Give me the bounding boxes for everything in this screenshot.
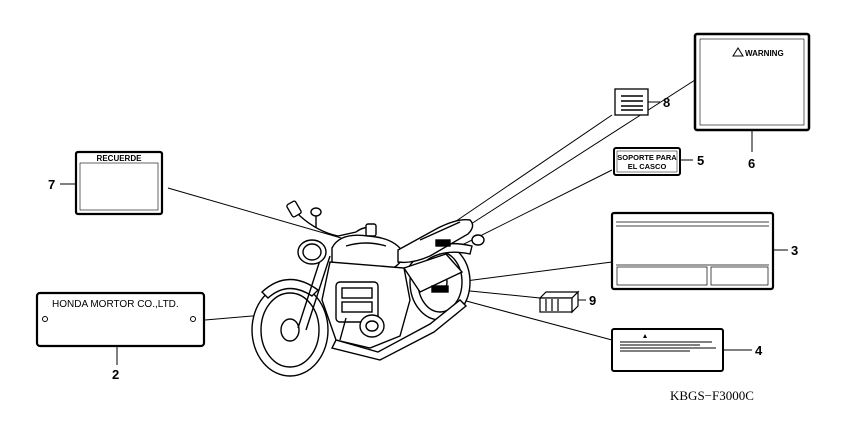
label-9-tag: [538, 290, 580, 314]
callout-2: 2: [112, 367, 119, 382]
callout-3: 3: [791, 243, 798, 258]
info-label-3: [610, 211, 775, 291]
honda-nameplate-label: HONDA MORTOR CO.,LTD.: [35, 291, 206, 348]
leader-lines: [167, 79, 696, 341]
label-8-lines: [614, 88, 649, 116]
soporte-label-line1: SOPORTE PARA: [617, 153, 677, 162]
diagram-code: KBGS−F3000C: [670, 388, 754, 403]
warning-triangle-icon: [732, 47, 744, 57]
motorcycle-drawing: [251, 200, 485, 377]
soporte-label-line2: EL CASCO: [628, 162, 667, 171]
recuerde-label: RECUERDE: [74, 150, 164, 216]
callout-9: 9: [589, 293, 596, 308]
nameplate-text: HONDA MORTOR CO.,LTD.: [52, 299, 179, 310]
warning-label: WARNING: [693, 32, 811, 132]
text-lines-icon: [621, 95, 643, 111]
callout-8: 8: [663, 95, 670, 110]
small-warning-triangle-icon: [643, 334, 647, 338]
soporte-label: SOPORTE PARA EL CASCO: [613, 147, 681, 176]
callout-7: 7: [48, 177, 55, 192]
callout-5: 5: [697, 153, 704, 168]
recuerde-label-title: RECUERDE: [97, 154, 143, 163]
info-label-4: [611, 328, 724, 372]
warning-label-title: WARNING: [745, 49, 784, 58]
callout-4: 4: [755, 343, 763, 358]
callout-6: 6: [748, 156, 755, 171]
